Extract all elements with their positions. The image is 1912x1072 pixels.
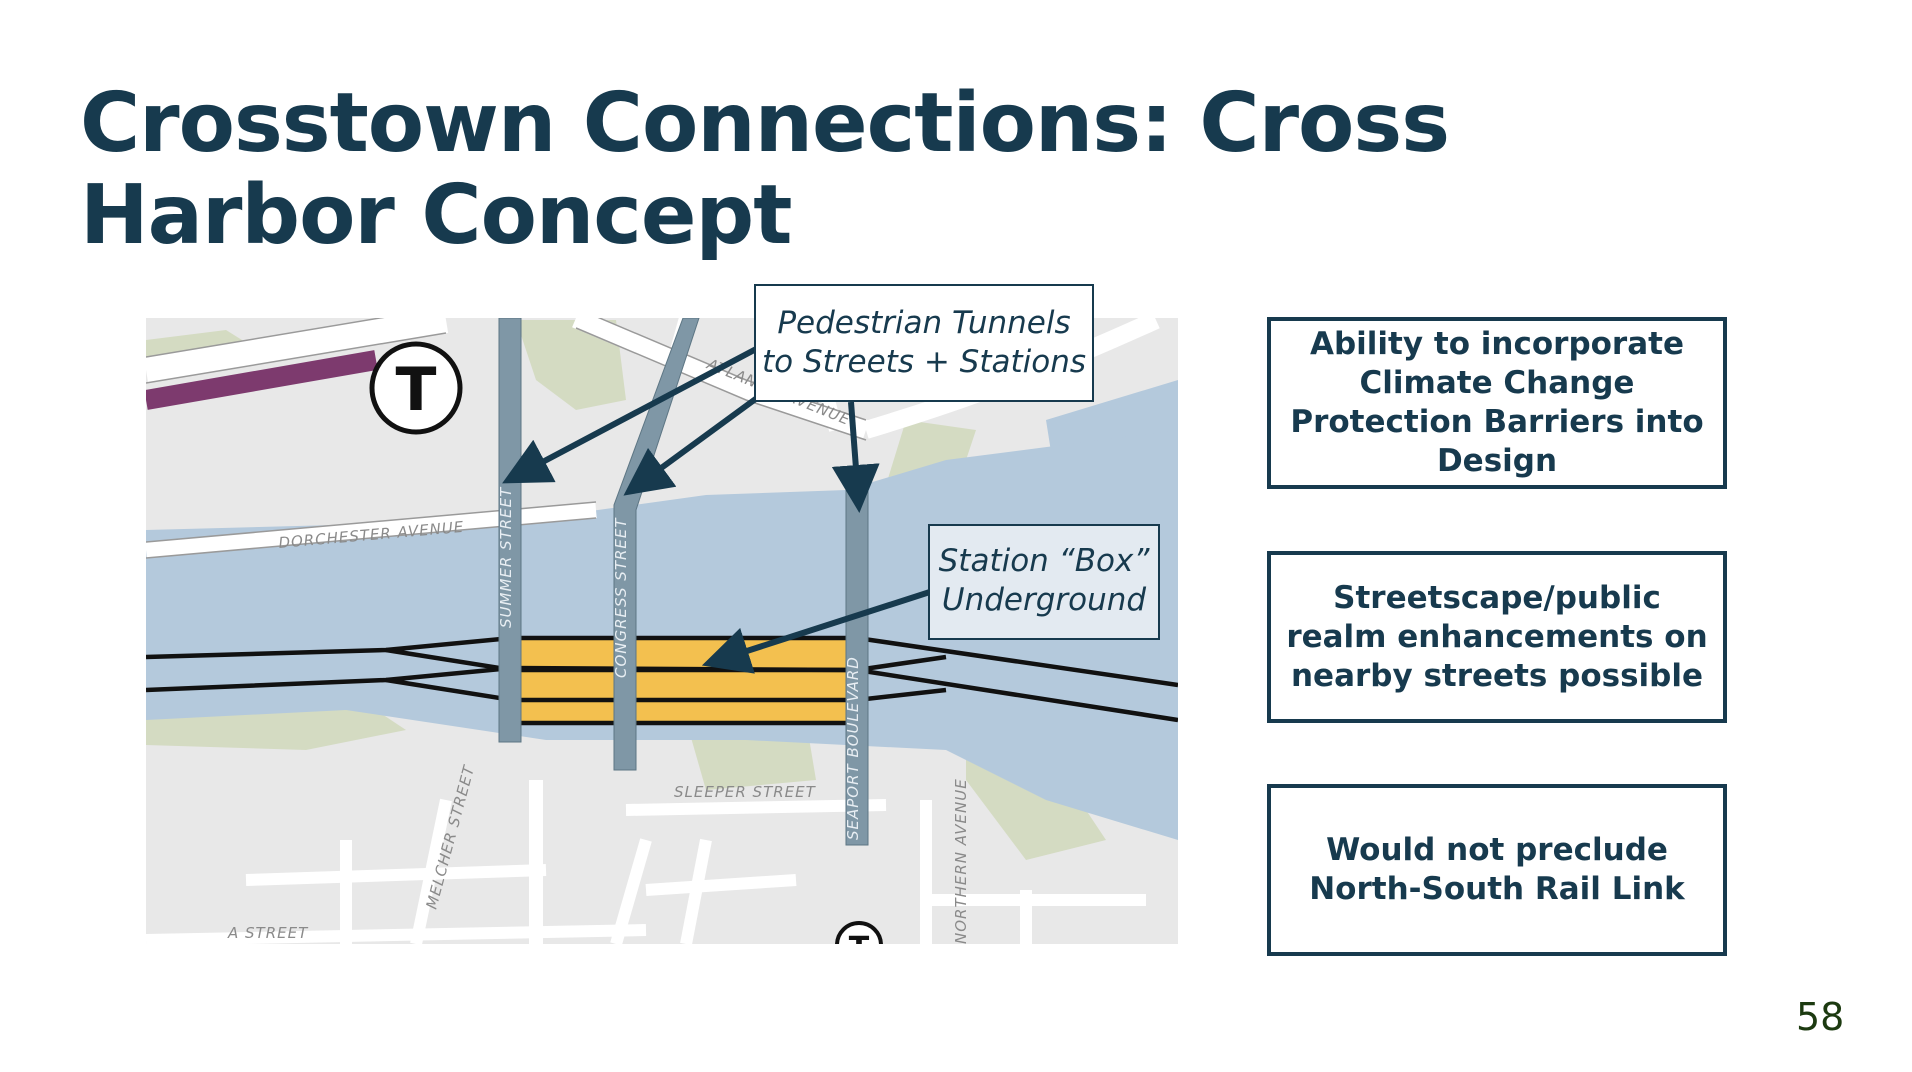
callout-line: to Streets + Stations <box>761 344 1087 380</box>
summer-street-label: SUMMER STREET <box>497 486 515 628</box>
street-edge <box>146 318 385 358</box>
street-line <box>610 838 652 944</box>
park-area <box>516 320 626 410</box>
callout-line: Station “Box” <box>938 543 1150 579</box>
mbta-t-logo: T <box>835 921 883 944</box>
benefit-box-streetscape: Streetscape/public realm enhancements on… <box>1267 551 1727 723</box>
rail-track <box>385 647 947 673</box>
benefit-box-rail-link: Would not preclude North-South Rail Link <box>1267 784 1727 956</box>
benefit-box-climate: Ability to incorporate Climate Change Pr… <box>1267 317 1727 489</box>
station-box <box>512 637 857 723</box>
t-logo-letter: T <box>396 355 437 425</box>
a-street-label: A STREET <box>227 924 309 942</box>
seaport-boulevard-label: SEAPORT BOULEVARD <box>844 656 862 840</box>
street-line <box>146 924 647 944</box>
page-number: 58 <box>1796 995 1845 1039</box>
arrow-to-seaport <box>831 401 880 513</box>
rail-track <box>385 677 947 703</box>
congress-street-tunnel <box>613 318 700 771</box>
northern-avenue-label: NORTHERN AVENUE <box>952 778 970 944</box>
street-line <box>146 318 449 383</box>
mbta-t-logo: T <box>369 341 463 435</box>
street-line <box>645 874 797 896</box>
callout-line: Pedestrian Tunnels <box>777 305 1071 341</box>
street-edge <box>597 318 867 421</box>
arrow-to-station-box <box>701 587 937 674</box>
callout-line: Underground <box>941 582 1147 618</box>
street-edge <box>575 327 867 441</box>
sleeper-street-label: SLEEPER STREET <box>674 783 817 801</box>
arrow-to-summer <box>502 345 760 484</box>
page-title: Crosstown Connections: Cross Harbor Conc… <box>80 76 1450 263</box>
street-edge <box>146 332 447 384</box>
station-box-callout: Station “Box” Underground <box>928 524 1160 640</box>
pedestrian-tunnels-callout: Pedestrian Tunnels to Streets + Stations <box>754 284 1094 402</box>
t-logo-letter: T <box>849 931 870 944</box>
red-line-track <box>146 350 378 410</box>
congress-street-label: CONGRESS STREET <box>612 517 630 678</box>
arrow-to-congress <box>623 392 763 496</box>
street-line <box>625 799 887 816</box>
summer-street-tunnel <box>498 318 522 743</box>
street-line <box>245 864 547 886</box>
